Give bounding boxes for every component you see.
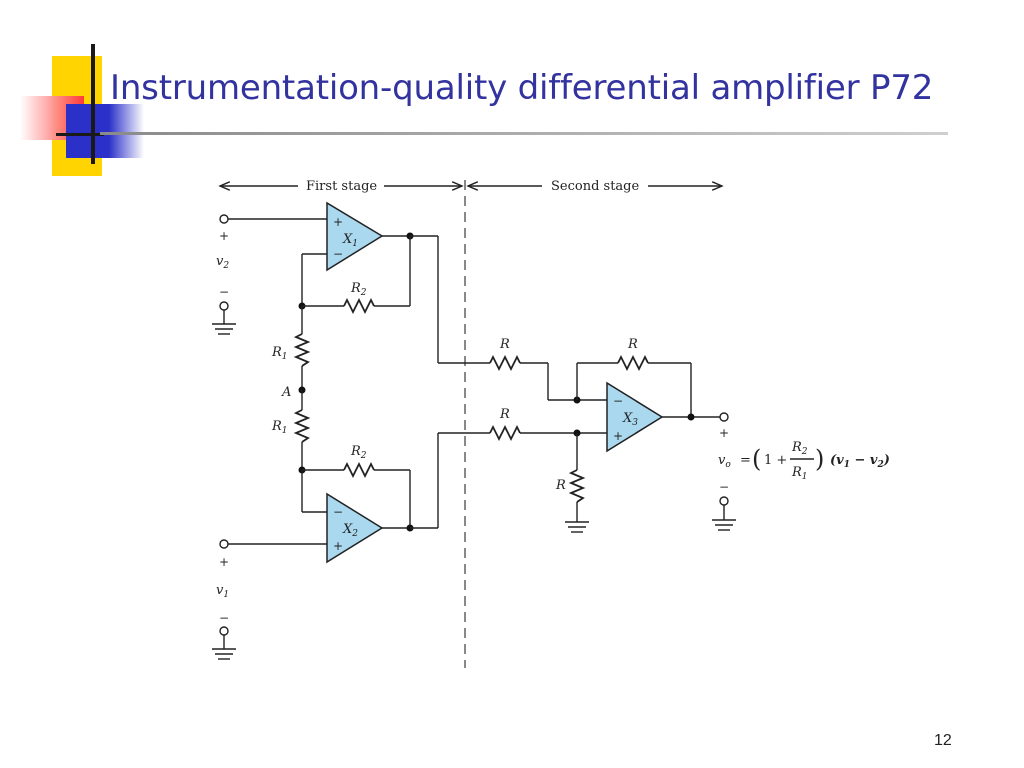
x3-plus-sign: + [613, 429, 623, 443]
resistor-r1-top [293, 333, 311, 367]
output-ground-terminal [719, 496, 729, 506]
equals-sign: = [740, 453, 751, 468]
r1-top-label: R1 [271, 345, 288, 362]
r2-top-label: R2 [350, 281, 367, 298]
v1-ground-terminal [219, 626, 229, 636]
second-stage-label: Second stage [551, 179, 640, 194]
x1-plus-sign: + [333, 215, 343, 229]
resistor-r-top-input [489, 354, 521, 372]
slide-title: Instrumentation-quality differential amp… [110, 68, 934, 108]
v2-label: v2 [216, 254, 229, 271]
output-terminal [719, 412, 729, 422]
x1-minus-sign: − [333, 247, 343, 261]
stage-header: First stage Second stage [220, 179, 722, 194]
v1-minus-sign: − [219, 611, 229, 625]
resistor-r2-top [343, 297, 375, 315]
r-top-input-label: R [499, 337, 510, 352]
junction-dot [687, 413, 695, 421]
opamp-x1 [326, 201, 384, 272]
decor-vertical-line [91, 44, 95, 164]
resistor-r-ground [568, 469, 586, 503]
vo-minus-sign: − [719, 480, 729, 494]
r1-bottom-label: R1 [271, 419, 288, 436]
diff-term: (v1 − v2) [830, 453, 890, 470]
decor-blue-block [66, 104, 144, 158]
output-equation: vo = ( 1 + R2 R1 ) (v1 − v2) [718, 440, 890, 482]
ground-symbol [212, 635, 236, 660]
x1-label: X1 [342, 232, 358, 249]
paren-close: ) [815, 445, 824, 473]
v1-label: v1 [216, 583, 229, 600]
title-underline [100, 132, 948, 135]
v2-ground-terminal [219, 301, 229, 311]
x3-minus-sign: − [613, 394, 623, 408]
vo-label: vo [718, 453, 731, 470]
v1-plus-sign: + [219, 555, 229, 569]
node-a-label: A [281, 385, 291, 400]
x2-minus-sign: − [333, 505, 343, 519]
v2-input-terminal [219, 214, 229, 224]
ground-symbol [565, 521, 589, 533]
r-ground-label: R [555, 478, 566, 493]
frac-denominator: R1 [791, 465, 808, 482]
v1-input-terminal [219, 539, 229, 549]
v2-plus-sign: + [219, 229, 229, 243]
decor-horizontal-line [56, 133, 104, 136]
resistor-r-bottom-input [489, 424, 521, 442]
resistor-r-feedback [617, 354, 649, 372]
x2-plus-sign: + [333, 539, 343, 553]
one-plus: 1 + [764, 453, 787, 468]
r-bottom-input-label: R [499, 407, 510, 422]
page-number: 12 [934, 732, 952, 749]
frac-numerator: R2 [791, 440, 808, 457]
r2-bottom-label: R2 [350, 444, 367, 461]
r-feedback-label: R [627, 337, 638, 352]
opamp-x3 [606, 381, 664, 453]
ground-symbol [212, 310, 236, 335]
resistor-r2-bottom [343, 461, 375, 479]
resistor-r1-bottom [293, 409, 311, 443]
vo-plus-sign: + [719, 426, 729, 440]
ground-symbol [712, 505, 736, 531]
opamp-x2 [326, 492, 384, 564]
paren-open: ( [752, 445, 761, 473]
first-stage-label: First stage [306, 179, 377, 194]
v2-minus-sign: − [219, 285, 229, 299]
x3-label: X3 [622, 411, 638, 428]
x2-label: X2 [342, 522, 358, 539]
